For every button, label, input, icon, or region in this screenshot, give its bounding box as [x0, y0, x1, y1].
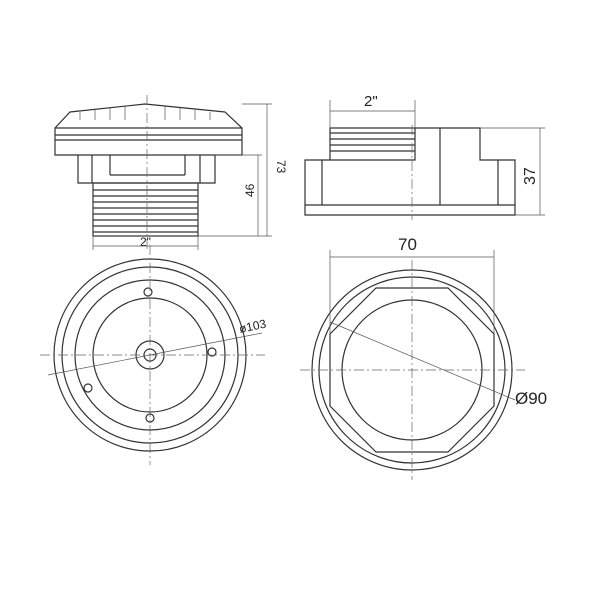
left-side-view — [54, 95, 272, 250]
right-front-view — [300, 250, 525, 480]
height-46-label: 46 — [243, 183, 257, 197]
height-73-label: 73 — [274, 160, 288, 174]
left-thread-label: 2" — [140, 235, 151, 249]
diameter-90-label: Ø90 — [515, 389, 547, 408]
diameter-103-label: ø103 — [238, 316, 268, 335]
width-70-label: 70 — [398, 235, 417, 254]
height-37-label: 37 — [522, 167, 539, 185]
left-front-view — [40, 245, 265, 465]
right-side-view — [304, 100, 545, 220]
right-thread-label: 2" — [364, 93, 378, 110]
